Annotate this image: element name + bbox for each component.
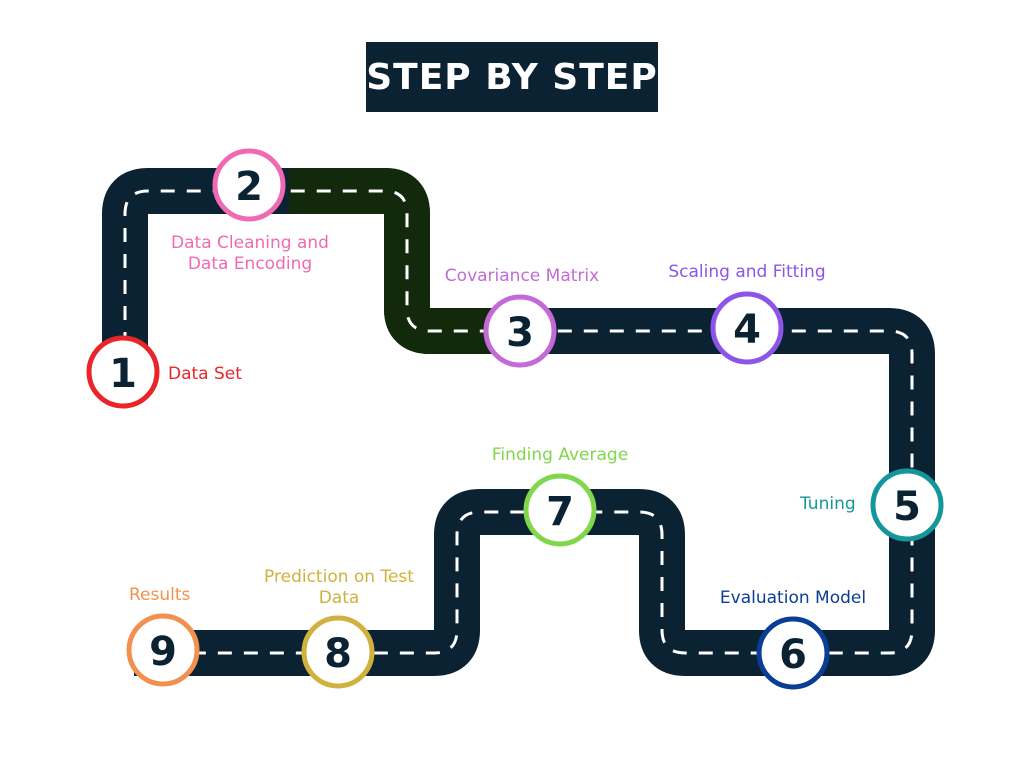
step-2-circle (212, 148, 286, 222)
step-8-number: 8 (324, 631, 352, 677)
step-4-number: 4 (733, 307, 761, 353)
step-1-circle (86, 335, 160, 409)
step-5-label: Tuning (800, 494, 856, 514)
step-markers: 1 2 3 4 5 6 7 8 9 (86, 148, 944, 690)
step-3-number: 3 (506, 310, 534, 356)
step-8-label-line-2: Data (318, 588, 360, 608)
step-3-label: Covariance Matrix (444, 266, 600, 286)
step-8-marker: 8 (301, 615, 375, 689)
step-1-number: 1 (109, 351, 137, 397)
step-6-circle (756, 616, 830, 690)
step-8-label-line-1: Prediction on Test (264, 567, 414, 587)
step-8-circle (301, 615, 375, 689)
step-2-label-line-1: Data Cleaning and (171, 233, 329, 253)
step-2-number: 2 (235, 164, 263, 210)
step-1-label: Data Set (168, 364, 242, 384)
step-7-circle (523, 473, 597, 547)
step-7-number: 7 (546, 489, 574, 535)
step-6-label: Evaluation Model (719, 588, 867, 608)
step-5-circle (870, 468, 944, 542)
step-8-label: Prediction on Test Data (264, 567, 414, 609)
step-4-label: Scaling and Fitting (668, 262, 826, 282)
step-4-marker: 4 (710, 291, 784, 365)
step-2-label-line-2: Data Encoding (187, 254, 313, 274)
step-2-marker: 2 (212, 148, 286, 222)
step-6-marker: 6 (756, 616, 830, 690)
step-9-circle (126, 613, 200, 687)
step-9-number: 9 (149, 629, 177, 675)
step-1-marker: 1 (86, 335, 160, 409)
step-3-marker: 3 (483, 294, 557, 368)
step-3-circle (483, 294, 557, 368)
road-center-dashes (123, 189, 914, 655)
step-7-label: Finding Average (491, 445, 629, 465)
step-6-number: 6 (779, 632, 807, 678)
step-2-label: Data Cleaning and Data Encoding (171, 233, 329, 275)
step-5-number: 5 (893, 484, 921, 530)
step-5-marker: 5 (870, 468, 944, 542)
step-4-circle (710, 291, 784, 365)
road-path (102, 168, 935, 676)
page-title: STEP BY STEP (366, 42, 658, 112)
step-9-marker: 9 (126, 613, 200, 687)
road-segment-2-3 (289, 168, 520, 354)
step-9-label: Results (129, 585, 191, 605)
step-7-marker: 7 (523, 473, 597, 547)
